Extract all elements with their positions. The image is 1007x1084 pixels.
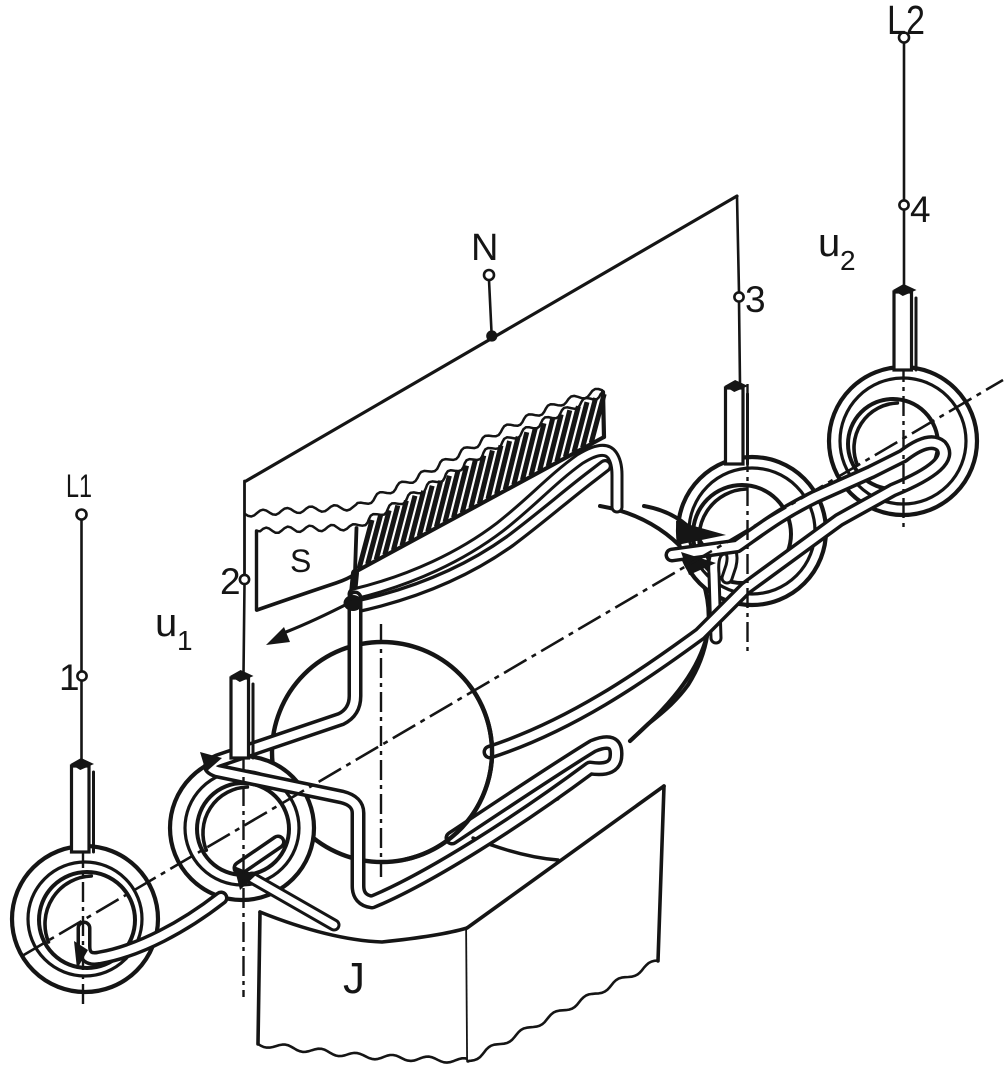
- svg-text:L1: L1: [66, 468, 92, 504]
- svg-text:3: 3: [745, 279, 766, 320]
- svg-text:u: u: [155, 601, 177, 645]
- svg-text:2: 2: [220, 561, 241, 602]
- svg-text:2: 2: [840, 245, 856, 276]
- svg-text:1: 1: [59, 657, 80, 698]
- svg-text:1: 1: [177, 625, 193, 656]
- svg-text:4: 4: [910, 189, 931, 230]
- svg-text:N: N: [471, 227, 498, 269]
- svg-text:S: S: [290, 543, 311, 579]
- svg-text:L2: L2: [887, 0, 925, 43]
- svg-text:u: u: [818, 221, 840, 265]
- svg-text:J: J: [343, 954, 365, 1003]
